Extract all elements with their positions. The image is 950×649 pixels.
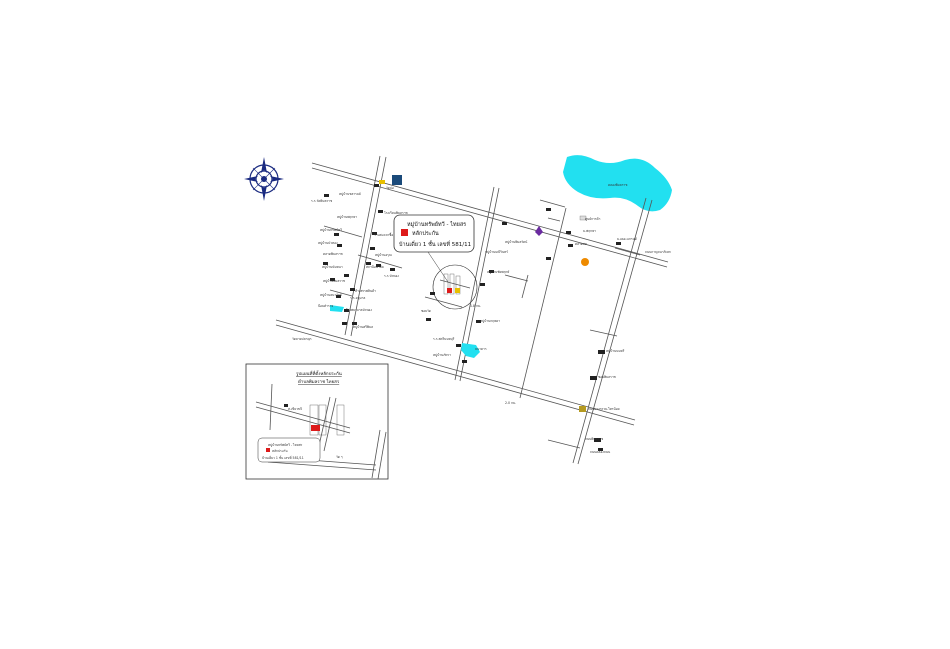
svg-text:ซอยวัด: ซอยวัด [421,309,431,313]
svg-text:ร.ร.สตรีนนทบุรี: ร.ร.สตรีนนทบุรี [433,337,455,342]
pond-left [330,305,344,312]
svg-text:หมู่บ้านธนาวัลย์: หมู่บ้านธนาวัลย์ [320,293,342,297]
svg-text:ร้านสะดวกซื้อ: ร้านสะดวกซื้อ [374,232,394,237]
svg-text:ถนนพิมลราช: ถนนพิมลราช [585,437,604,441]
canal-water [563,155,672,212]
svg-text:หมู่บ้านบัวทอง: หมู่บ้านบัวทอง [318,241,338,245]
svg-text:ร.ร.บัวทอง: ร.ร.บัวทอง [384,274,399,278]
collateral-legend-icon [401,229,408,236]
svg-text:ถนนกาญจนาภิเษก: ถนนกาญจนาภิเษก [645,250,671,254]
shop-icon [379,180,385,184]
svg-text:วัดลาดปลาดุก: วัดลาดปลาดุก [292,337,312,342]
svg-text:2.0 กม.: 2.0 กม. [505,401,516,405]
svg-text:ถนนบางกรวย-ไทรน้อย: ถนนบางกรวย-ไทรน้อย [588,407,620,411]
svg-text:ถนนคลองถนน: ถนนคลองถนน [590,450,611,454]
svg-text:ห้างสรรพสินค้า: ห้างสรรพสินค้า [355,289,376,293]
svg-text:ศูนย์การค้า: ศูนย์การค้า [585,217,601,221]
svg-text:หมู่บ้านภัทรา: หมู่บ้านภัทรา [433,353,451,357]
inset-title-1: รูปแผนที่ที่ตั้งหลักประกัน [296,370,342,377]
svg-text:ม.เดอะแกรนด์: ม.เดอะแกรนด์ [617,237,637,241]
compass-rose-icon [244,157,284,201]
temple-roof-icon [579,406,586,412]
map-labels: หมู่บ้านชลารมย์ ร.ร.วัดพิมลราช วัดบ่อ หม… [292,186,671,454]
svg-text:วัดบ่อ: วัดบ่อ [386,186,394,190]
inset-title-2: ตำบลพิมลราช ไทยสร [298,379,340,385]
svg-text:ร.ร.อนุบาล: ร.ร.อนุบาล [350,296,365,301]
bank-icon [392,175,402,185]
svg-text:หมู่บ้านชลารมย์: หมู่บ้านชลารมย์ [339,192,361,196]
svg-text:หมู่บ้านชัยพฤกษ์: หมู่บ้านชัยพฤกษ์ [487,270,509,274]
gas-station-icon [581,258,589,266]
svg-text:โรงพยาบาลบัวทอง: โรงพยาบาลบัวทอง [346,307,372,312]
svg-text:หมู่บ้านพิมลรัตน์: หมู่บ้านพิมลรัตน์ [505,240,528,244]
temple-icon [535,226,543,236]
inset-label-b: วัด ๆ [336,455,343,460]
inset-callout-line2: หลักประกัน [272,449,288,453]
svg-text:หมู่บ้านทรัพย์ทวี: หมู่บ้านทรัพย์ทวี [320,228,342,232]
svg-text:ซอยพิมลราช: ซอยพิมลราช [598,375,617,379]
svg-text:ตลาดสด: ตลาดสด [575,242,587,246]
callout-line2: หลักประกัน [412,230,439,237]
svg-text:สถานีอนามัย: สถานีอนามัย [366,265,384,269]
canal-label: คลองพิมลราช [608,183,628,187]
svg-text:ร.ร.วัดพิมลราช: ร.ร.วัดพิมลราช [311,199,333,203]
svg-text:โรงเรียนพิมลราช: โรงเรียนพิมลราช [384,210,408,215]
inset-map: รูปแผนที่ที่ตั้งหลักประกัน ตำบลพิมลราช ไ… [245,363,389,480]
inset-callout-line1: หมู่บ้านทรัพย์ทวี - ไทยสร [268,443,303,447]
svg-text:หมู่บ้านกฤษดา: หมู่บ้านกฤษดา [480,319,500,323]
svg-text:หมู่บ้านนนทรี: หมู่บ้านนนทรี [606,349,625,353]
svg-text:ตลาดพิมลราช: ตลาดพิมลราช [323,252,344,256]
svg-text:ธนาคาร: ธนาคาร [475,347,487,351]
svg-text:หมู่บ้านนันทนา: หมู่บ้านนันทนา [322,265,343,269]
svg-text:1.8 กม.: 1.8 กม. [470,304,481,308]
svg-text:หมู่บ้านอรุณ: หมู่บ้านอรุณ [375,253,392,258]
building-marks [323,184,621,451]
svg-text:ม.พฤกษา: ม.พฤกษา [583,229,596,233]
inset-label-a: ส.เขียวขจี [288,407,302,411]
target-area [432,264,478,310]
callout-line3: บ้านเดี่ยว 1 ชั้น เลขที่ 581/11 [399,240,471,248]
collateral-callout: หมู่บ้านทรัพย์ทวี - ไทยสร หลักประกัน บ้า… [393,214,475,283]
svg-text:หมู่บ้านพิมลราช: หมู่บ้านพิมลราช [323,279,346,283]
svg-text:หมู่บ้านพฤกษา: หมู่บ้านพฤกษา [337,215,357,219]
svg-text:หมู่บ้านศรีพิมล: หมู่บ้านศรีพิมล [353,325,373,329]
target-marker [447,288,452,293]
inset-callout-line3: บ้านเดี่ยว 1 ชั้น เลขที่ 581/11 [262,455,304,460]
landmarks [379,175,589,412]
inset-target-marker [311,425,320,431]
road-network [275,155,669,465]
pond [461,343,480,358]
svg-text:หมู่บ้านมณีรินทร์: หมู่บ้านมณีรินทร์ [485,250,508,254]
svg-text:ป้อมตำรวจ: ป้อมตำรวจ [318,304,334,308]
callout-line1: หมู่บ้านทรัพย์ทวี - ไทยสร [407,221,466,228]
